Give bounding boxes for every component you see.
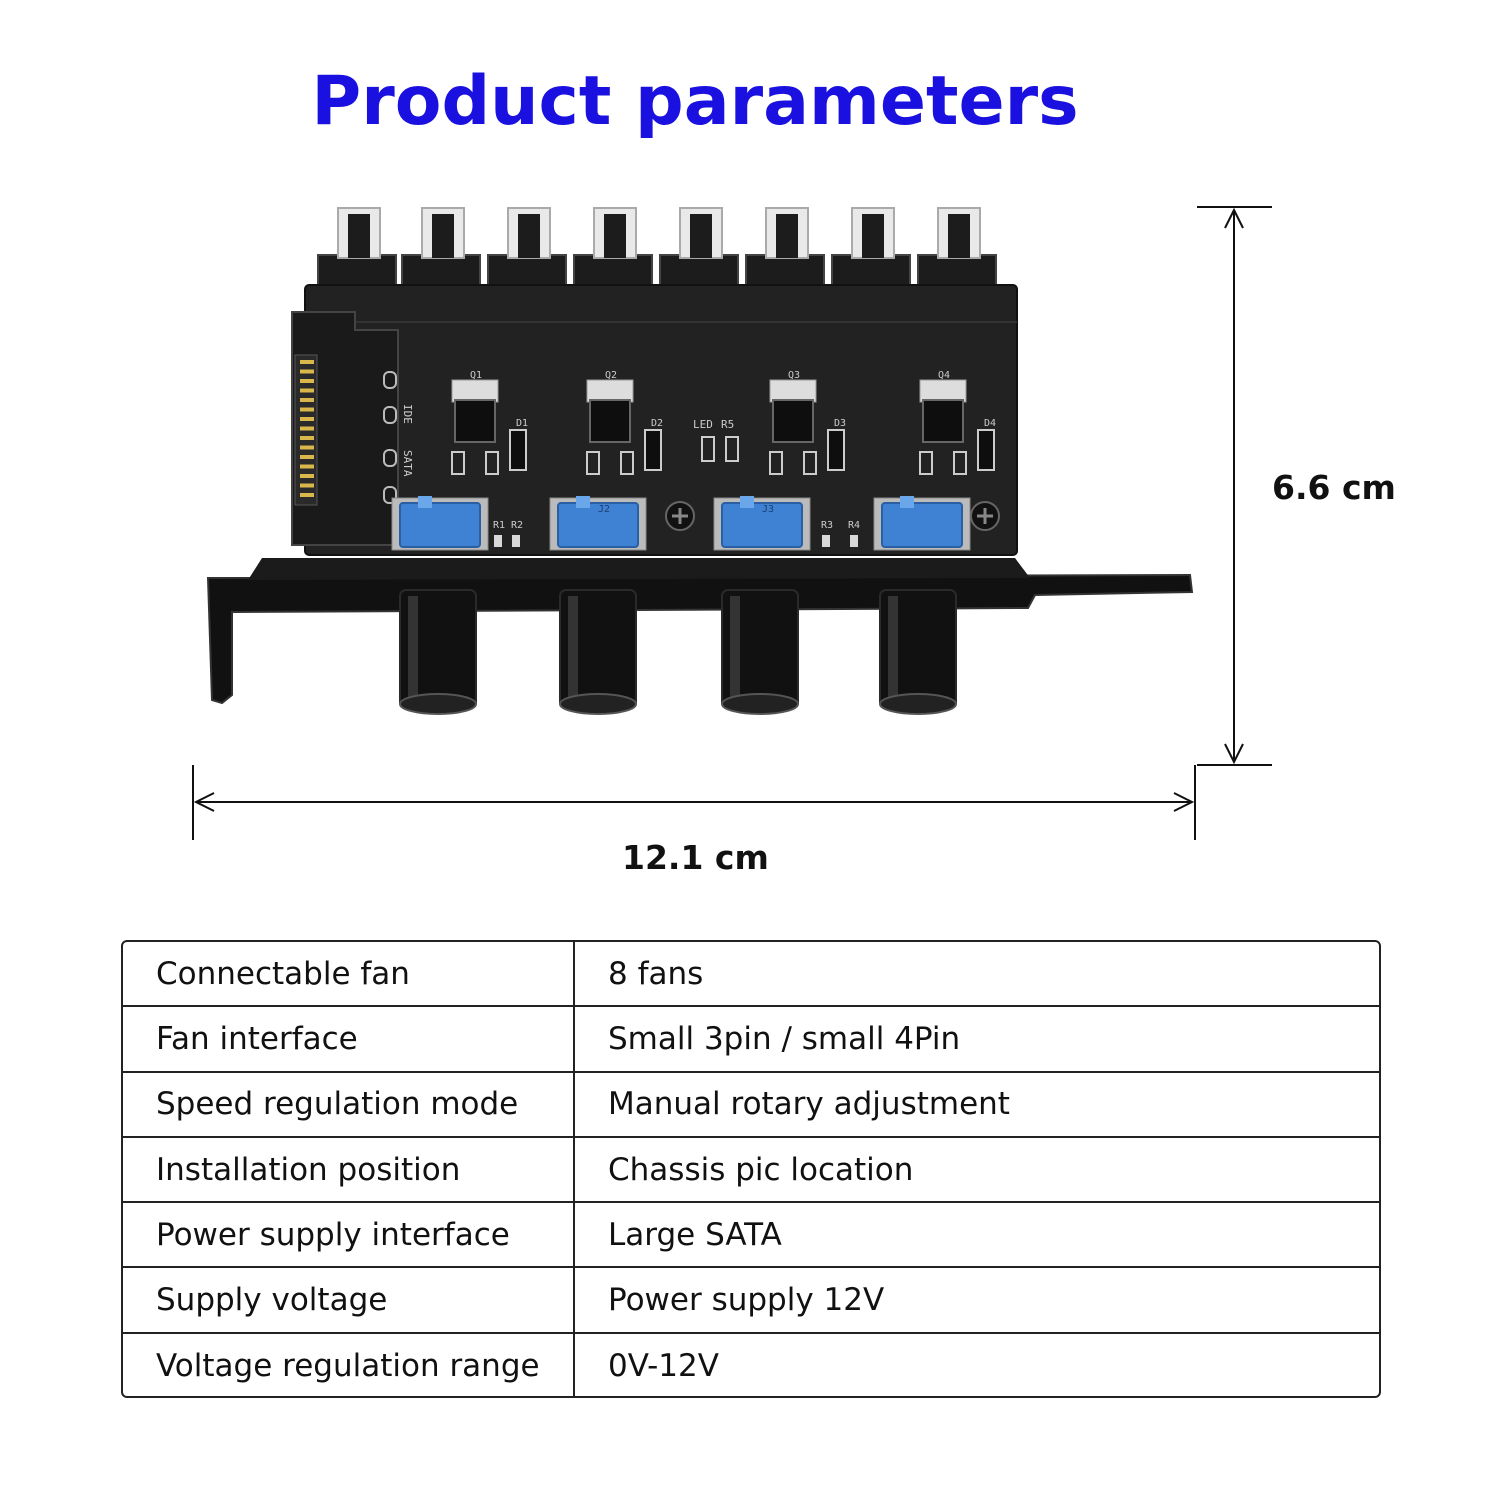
table-row: Supply voltage Power supply 12V: [123, 1268, 1379, 1334]
table-row: Power supply interface Large SATA: [123, 1203, 1379, 1269]
spec-label: Supply voltage: [123, 1268, 575, 1332]
potentiometers: J2 J3: [391, 496, 971, 551]
screws: [665, 501, 1000, 531]
table-row: Voltage regulation range 0V-12V: [123, 1333, 1379, 1396]
sata-connector: [291, 311, 399, 546]
rotary-knob: [721, 589, 799, 715]
pci-bracket: [206, 558, 1194, 705]
q-label: Q3: [788, 370, 800, 381]
spec-label: Fan interface: [123, 1007, 575, 1071]
d-label: D3: [834, 418, 846, 429]
table-row: Connectable fan 8 fans: [123, 942, 1379, 1008]
table-row: Speed regulation mode Manual rotary adjus…: [123, 1072, 1379, 1138]
table-row: Fan interface Small 3pin / small 4Pin: [123, 1007, 1379, 1073]
spec-value: Chassis pic location: [608, 1151, 914, 1188]
width-dimension-label: 12.1 cm: [622, 838, 769, 877]
spec-value: Power supply 12V: [608, 1282, 885, 1319]
q-label: Q4: [938, 370, 950, 381]
ide-label: IDE: [401, 404, 414, 424]
spec-label: Speed regulation mode: [123, 1072, 575, 1136]
spec-label: Installation position: [123, 1137, 575, 1202]
spec-value: 8 fans: [608, 955, 704, 992]
r5-label: R5: [721, 418, 734, 431]
rotary-knob: [559, 589, 637, 715]
rotary-knob: [399, 589, 477, 715]
d-label: D2: [651, 418, 663, 429]
page-title: Product parameters: [311, 62, 1079, 141]
r4-label: R4: [848, 520, 860, 531]
potentiometer: J3: [713, 496, 811, 551]
spec-label: Connectable fan: [123, 942, 575, 1006]
spec-value: Small 3pin / small 4Pin: [608, 1020, 961, 1057]
sata-label: SATA: [401, 450, 414, 477]
d-label: D4: [984, 418, 996, 429]
height-dimension-label: 6.6 cm: [1272, 468, 1396, 507]
led-label: LED: [693, 418, 713, 431]
knobs: [399, 589, 957, 715]
q-label: Q2: [605, 370, 617, 381]
rotary-knob: [879, 589, 957, 715]
d-label: D1: [516, 418, 528, 429]
spec-value: Manual rotary adjustment: [608, 1086, 1010, 1123]
j-label: J2: [598, 504, 610, 515]
r2-label: R2: [511, 520, 523, 531]
spec-label: Power supply interface: [123, 1203, 575, 1267]
potentiometer: [873, 496, 971, 551]
j-label: J3: [762, 504, 774, 515]
table-row: Installation position Chassis pic locatio…: [123, 1137, 1379, 1204]
r3-label: R3: [821, 520, 833, 531]
spec-value: Large SATA: [608, 1216, 782, 1253]
spec-label: Voltage regulation range: [123, 1333, 575, 1396]
q-label: Q1: [470, 370, 482, 381]
r1-label: R1: [493, 520, 505, 531]
spec-value: 0V-12V: [608, 1348, 719, 1385]
potentiometer: J2: [549, 496, 647, 551]
potentiometer: [391, 496, 489, 551]
spec-table: Connectable fan 8 fans Fan interface Small…: [121, 940, 1381, 1398]
